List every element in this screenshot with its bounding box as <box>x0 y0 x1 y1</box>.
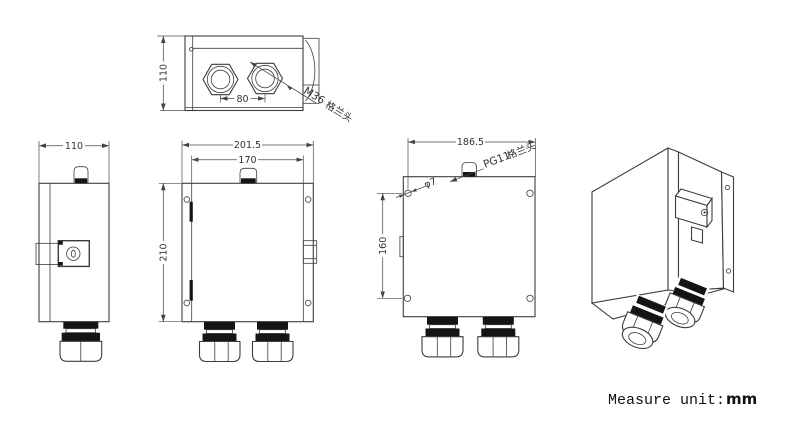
hinge-pin <box>189 47 194 52</box>
footer: Measure unit: mm <box>608 390 757 409</box>
top-height-dim-label: 110 <box>159 64 170 82</box>
mount-hole <box>404 189 412 197</box>
mount-flange <box>720 171 735 293</box>
gland-hex-left <box>202 63 239 96</box>
isometric-view <box>590 147 735 350</box>
flange-hole <box>725 268 732 274</box>
side-view: 110 <box>35 141 110 362</box>
back-width-dimension: 186.5 <box>407 137 536 190</box>
front-view-body <box>181 182 314 323</box>
side-width-dim-label: 110 <box>65 141 83 152</box>
box-left-face <box>591 147 669 304</box>
side-bottom-gland <box>59 321 103 362</box>
latch-top <box>302 37 320 104</box>
flange-hole <box>724 184 731 191</box>
front-top-gland <box>239 167 258 184</box>
mount-hole <box>403 294 412 302</box>
latch-keyhole <box>70 249 76 258</box>
latch-3d <box>674 188 713 244</box>
gland-3d-front <box>621 293 669 350</box>
front-height-dim-label: 210 <box>159 243 170 261</box>
hole-dia-label: φ7 <box>423 176 438 191</box>
front-view: 201.5 170 210 <box>158 140 318 363</box>
mount-hole <box>305 299 312 307</box>
mount-hole <box>526 294 534 302</box>
front-body-width-dimension: 170 <box>191 155 304 184</box>
latch-keyhole-3d <box>700 208 709 217</box>
side-top-gland <box>73 166 89 184</box>
box-edge-face <box>667 147 680 292</box>
mount-hole <box>183 299 190 307</box>
front-bottom-gland-left <box>198 321 241 363</box>
gland-3d-rear <box>664 276 710 329</box>
front-latch <box>302 240 318 264</box>
top-view: 110 80 M36 格兰头 <box>157 35 355 125</box>
latch-key-dot <box>703 211 706 214</box>
latch-lock-circle <box>66 246 81 261</box>
hole-diameter-callout: φ7 <box>395 176 438 198</box>
leader-arrowhead <box>287 86 293 91</box>
back-view: 186.5 PG11 格兰头 φ7 160 <box>377 137 538 358</box>
top-gland-name-label: 格兰头 <box>323 98 355 125</box>
gland-pitch-dimension: 80 <box>220 94 266 105</box>
hinge-bar <box>189 201 193 222</box>
hole-pitch-dimension: 160 <box>377 192 402 299</box>
hinge-tab <box>399 236 404 258</box>
front-overall-width-label: 201.5 <box>234 140 261 151</box>
mount-hole <box>526 189 534 197</box>
measure-unit-label: Measure unit: <box>608 392 725 409</box>
gland-hex-right <box>246 62 284 95</box>
back-width-dim-label: 186.5 <box>457 137 484 148</box>
mount-hole <box>305 196 312 203</box>
back-bottom-gland-right <box>477 316 520 358</box>
front-overall-width-dimension: 201.5 <box>181 140 314 184</box>
top-gland-thread-label: M36 <box>301 85 327 107</box>
back-view-body <box>402 176 536 318</box>
front-body-width-label: 170 <box>238 155 256 166</box>
gland-pitch-dim-label: 80 <box>236 94 248 105</box>
side-width-dimension: 110 <box>38 141 110 184</box>
mount-hole <box>183 196 190 203</box>
top-height-dimension: 110 <box>157 35 185 111</box>
measure-unit-value: mm <box>726 390 757 408</box>
front-height-dimension: 210 <box>158 182 181 323</box>
hole-pitch-dim-label: 160 <box>378 237 389 255</box>
back-bottom-gland-left <box>421 316 464 358</box>
hinge-bar <box>189 280 193 301</box>
front-bottom-gland-right <box>251 321 294 363</box>
side-latch <box>35 239 90 268</box>
